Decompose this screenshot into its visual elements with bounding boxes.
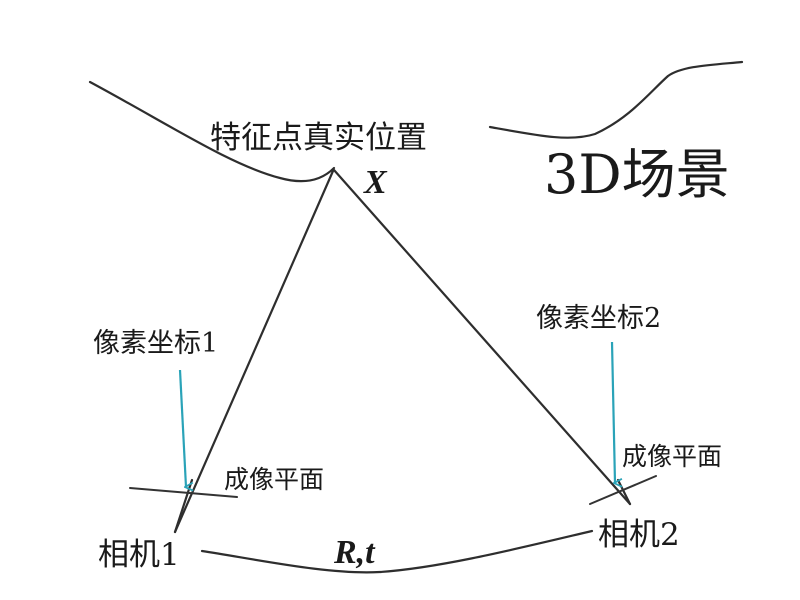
ray-to-camera2 [332, 168, 632, 506]
camera1-pixel-label: 像素坐标1 [93, 328, 218, 359]
feature-point-label: 特征点真实位置 [210, 120, 427, 156]
ray-to-camera1 [173, 169, 335, 534]
camera1-wedge [173, 478, 194, 534]
scene-title: 3D场景 [544, 143, 730, 206]
camera2-image-plane [589, 475, 657, 505]
camera2-pixel-label: 像素坐标2 [536, 303, 661, 334]
scene-surface-right [488, 60, 744, 139]
camera1-label: 相机1 [98, 537, 180, 573]
camera2-plane-label: 成像平面 [622, 442, 722, 471]
camera1-plane-label: 成像平面 [224, 465, 324, 494]
scene-surface-left [88, 80, 336, 183]
baseline-curve [200, 529, 594, 574]
pixel2-arrow [610, 341, 615, 483]
feature-point-symbol: X [363, 164, 388, 201]
baseline-label: R,t [333, 534, 376, 571]
camera2-label: 相机2 [598, 517, 680, 553]
pixel1-arrow [178, 369, 186, 487]
camera1-image-plane [129, 487, 238, 498]
